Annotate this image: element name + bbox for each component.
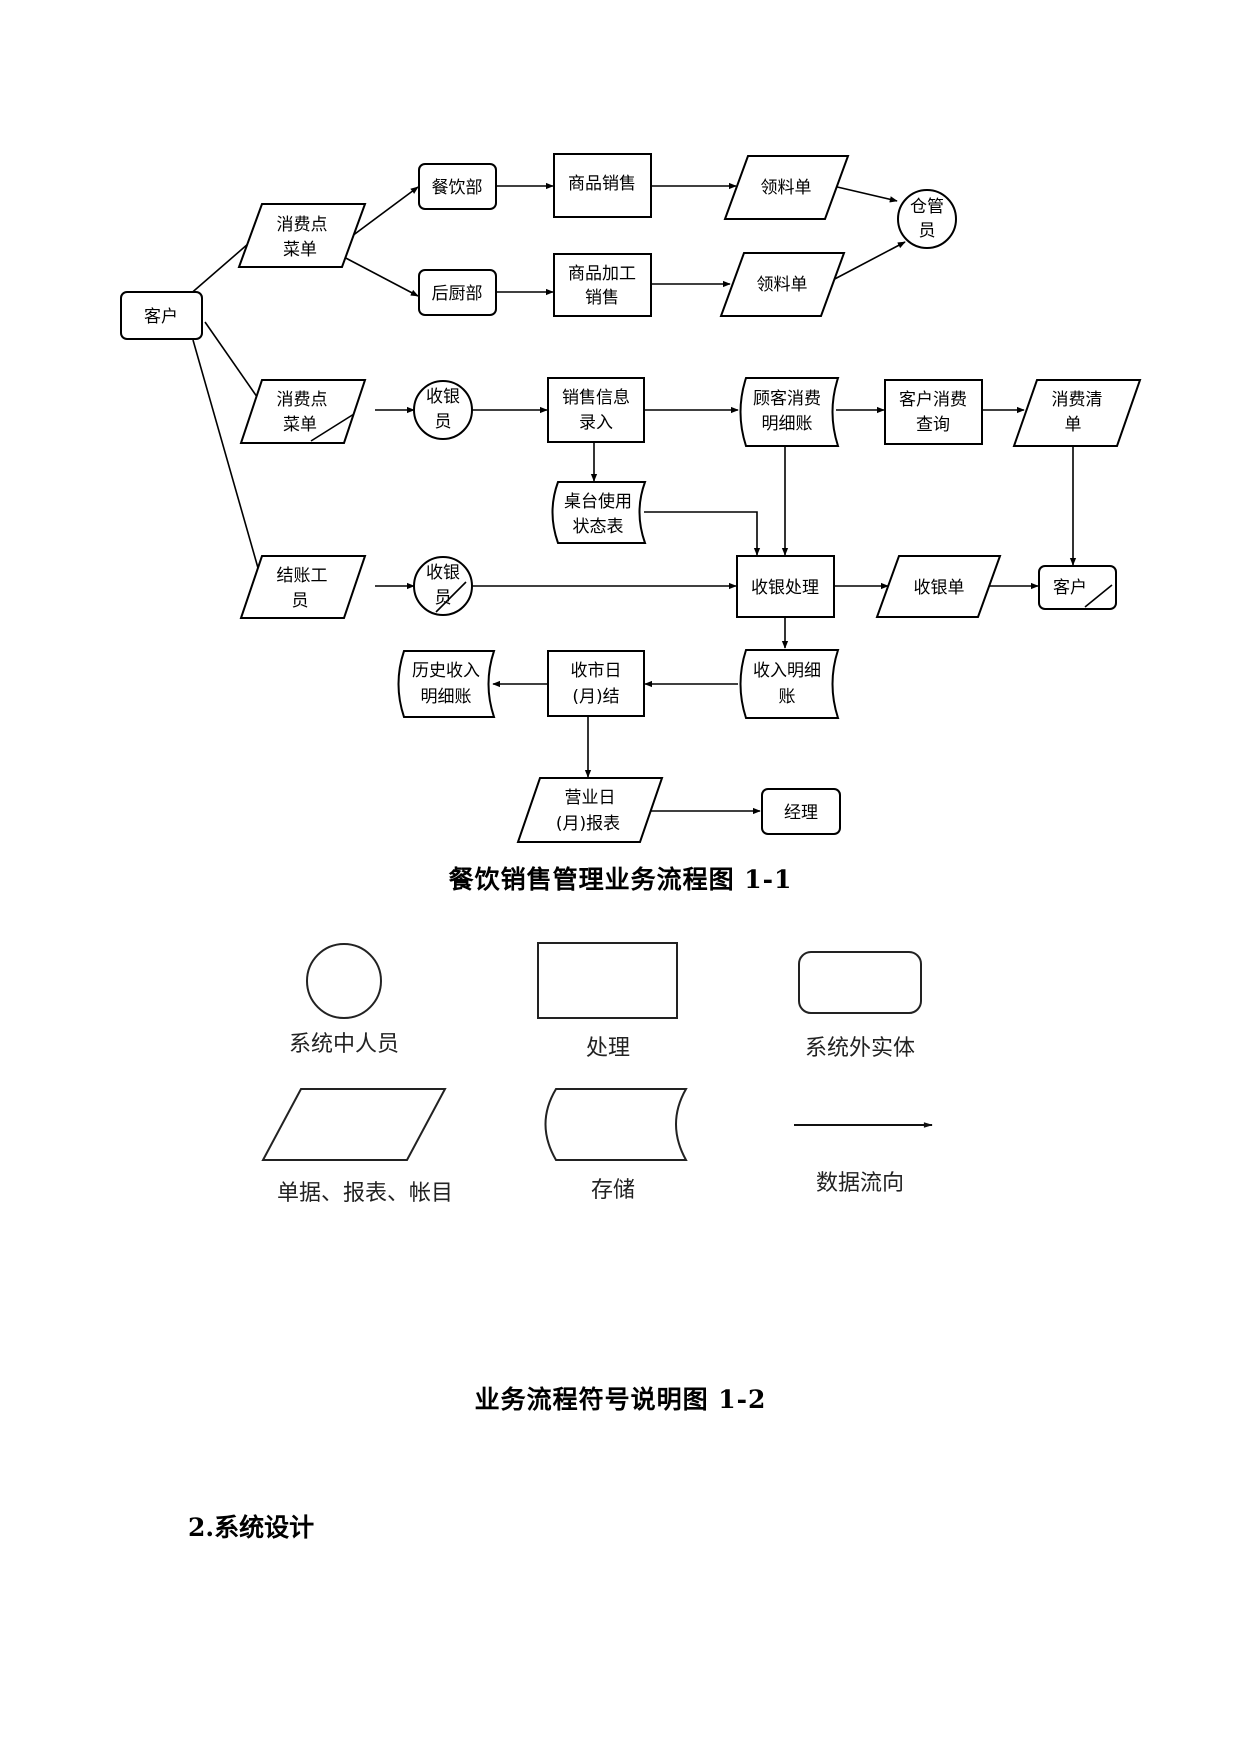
svg-text:单: 单 — [1065, 415, 1082, 435]
svg-text:收入明细: 收入明细 — [753, 661, 821, 681]
node-customer-query: 客户消费 查询 — [884, 379, 983, 445]
svg-text:系统中人员: 系统中人员 — [289, 1032, 399, 1057]
svg-text:销售信息: 销售信息 — [562, 388, 630, 408]
legend-storage: 存储 — [544, 1088, 688, 1203]
edge-table-status-cashier-process — [644, 511, 761, 556]
edge-customer-order-b — [204, 321, 263, 405]
legend-person: 系统中人员 — [289, 943, 399, 1057]
node-material-b: 领料单 — [719, 252, 846, 317]
svg-text:员: 员 — [435, 588, 452, 608]
node-table-status: 桌台使用 状态表 — [551, 481, 647, 544]
svg-text:单据、报表、帐目: 单据、报表、帐目 — [277, 1181, 453, 1206]
svg-text:消费点: 消费点 — [277, 215, 328, 235]
svg-text:员: 员 — [435, 412, 452, 432]
svg-text:明细账: 明细账 — [762, 414, 813, 434]
svg-text:数据流向: 数据流向 — [816, 1171, 904, 1196]
node-cashier-a: 收银 员 — [413, 380, 473, 440]
svg-text:收银: 收银 — [426, 387, 460, 407]
node-cashier-process: 收银处理 — [736, 555, 835, 618]
node-manager: 经理 — [761, 788, 841, 835]
node-kitchen-dept: 后厨部 — [418, 269, 497, 316]
svg-text:客户: 客户 — [144, 307, 178, 327]
node-order-b: 消费点 菜单 — [239, 379, 367, 444]
node-order-a: 消费点 菜单 — [237, 203, 367, 268]
node-cashier-b: 收银 员 — [413, 556, 473, 616]
node-goods-sale: 商品销售 — [553, 153, 652, 218]
node-consume-bill: 消费清 单 — [1012, 379, 1142, 447]
svg-text:历史收入: 历史收入 — [412, 661, 480, 681]
flowchart: 客户 消费点 菜单 餐饮部 后厨部 商品销售 商品加工 销售 领料单 领料单 仓 — [120, 153, 1142, 1206]
section-heading: 2.系统设计 — [188, 1513, 315, 1542]
svg-text:系统外实体: 系统外实体 — [805, 1036, 915, 1061]
svg-text:消费清: 消费清 — [1052, 390, 1103, 410]
svg-text:消费点: 消费点 — [277, 390, 328, 410]
svg-text:状态表: 状态表 — [573, 517, 624, 537]
edge-order-a-kitchen — [339, 254, 419, 297]
svg-text:商品加工: 商品加工 — [568, 264, 636, 284]
svg-text:员: 员 — [292, 591, 309, 611]
figure-caption-1-2: 业务流程符号说明图 1-2 — [474, 1385, 767, 1414]
flow-edges — [187, 182, 1077, 815]
svg-text:桌台使用: 桌台使用 — [564, 491, 632, 512]
svg-text:客户: 客户 — [1053, 578, 1087, 598]
node-checkout-staff: 结账工 员 — [239, 555, 367, 619]
legend-document: 单据、报表、帐目 — [261, 1088, 453, 1206]
node-cash-bill: 收银单 — [875, 555, 1002, 618]
legend-process: 处理 — [537, 942, 678, 1061]
edge-customer-checkout — [192, 339, 264, 583]
svg-text:营业日: 营业日 — [565, 788, 616, 808]
edge-material-a-warehouse — [832, 185, 898, 203]
node-customer-end: 客户 — [1038, 565, 1117, 610]
svg-text:客户消费: 客户消费 — [899, 390, 967, 410]
svg-text:后厨部: 后厨部 — [432, 284, 483, 304]
svg-text:结账工: 结账工 — [277, 566, 328, 586]
svg-text:收银单: 收银单 — [914, 578, 965, 598]
svg-text:仓管: 仓管 — [910, 197, 944, 217]
svg-text:明细账: 明细账 — [421, 687, 472, 707]
svg-text:收市日: 收市日 — [571, 661, 622, 681]
node-material-a: 领料单 — [723, 155, 850, 220]
svg-text:收银: 收银 — [426, 563, 460, 583]
node-goods-process: 商品加工 销售 — [553, 253, 652, 317]
node-income-detail: 收入明细 账 — [739, 649, 840, 719]
svg-text:查询: 查询 — [916, 415, 950, 435]
svg-text:(月)结: (月)结 — [572, 687, 619, 707]
svg-text:菜单: 菜单 — [283, 240, 317, 260]
svg-text:录入: 录入 — [579, 413, 613, 433]
legend-external: 系统外实体 — [798, 951, 922, 1061]
edge-customer-order-a — [187, 236, 257, 297]
node-consume-detail: 顾客消费 明细账 — [739, 377, 840, 447]
edge-material-b-warehouse — [828, 241, 906, 283]
svg-text:存储: 存储 — [591, 1178, 635, 1203]
svg-text:顾客消费: 顾客消费 — [753, 389, 821, 409]
svg-text:员: 员 — [919, 221, 936, 241]
svg-text:菜单: 菜单 — [283, 415, 317, 435]
legend: 系统中人员 处理 系统外实体 单据、报表、帐目 存储 数据流向 — [261, 942, 933, 1206]
node-sales-entry: 销售信息 录入 — [547, 377, 645, 443]
legend-dataflow: 数据流向 — [794, 1122, 933, 1196]
svg-text:领料单: 领料单 — [757, 275, 808, 295]
svg-text:处理: 处理 — [586, 1036, 630, 1061]
svg-text:账: 账 — [779, 687, 796, 707]
svg-text:餐饮部: 餐饮部 — [432, 178, 483, 198]
node-business-report: 营业日 (月)报表 — [516, 777, 664, 843]
node-warehouse: 仓管 员 — [897, 189, 957, 249]
figure-caption-1-1: 餐饮销售管理业务流程图 1-1 — [448, 865, 793, 894]
node-customer: 客户 — [120, 291, 203, 340]
node-daily-settle: 收市日 (月)结 — [547, 650, 645, 717]
svg-text:销售: 销售 — [585, 288, 619, 308]
svg-text:(月)报表: (月)报表 — [556, 814, 620, 834]
svg-text:商品销售: 商品销售 — [568, 174, 636, 194]
svg-text:收银处理: 收银处理 — [751, 578, 819, 598]
node-history-income: 历史收入 明细账 — [397, 650, 496, 718]
node-catering-dept: 餐饮部 — [418, 163, 497, 210]
svg-text:经理: 经理 — [784, 803, 818, 823]
svg-text:领料单: 领料单 — [761, 178, 812, 198]
